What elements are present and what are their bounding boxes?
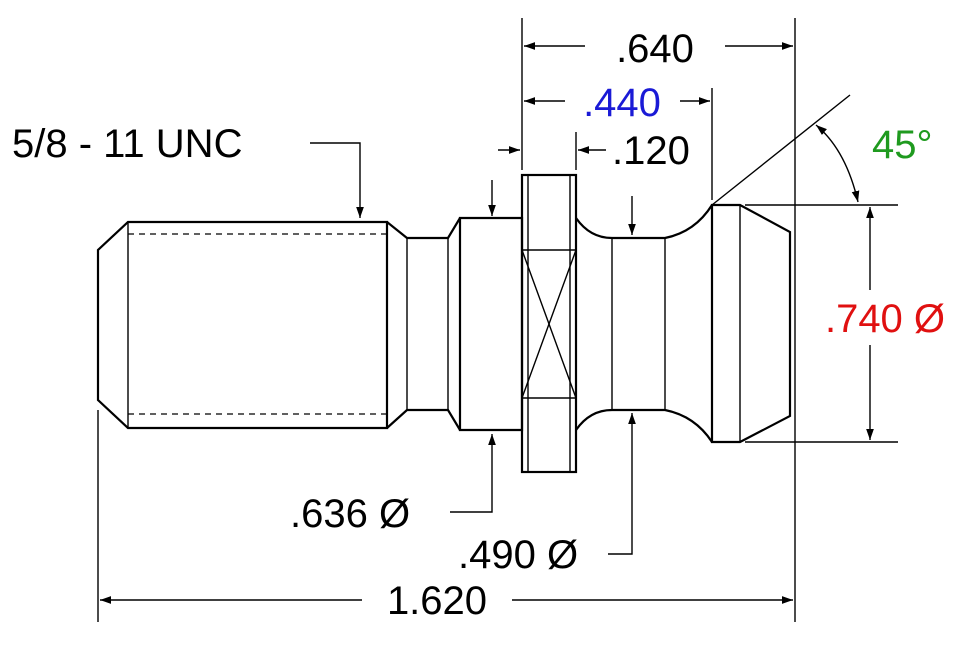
dim-line-636-bottom bbox=[450, 434, 496, 513]
overall-length-label: 1.620 bbox=[387, 579, 487, 623]
retention-groove bbox=[575, 204, 713, 443]
chamfer-angle-arc bbox=[815, 124, 860, 203]
relief-neck bbox=[386, 217, 461, 431]
chamfer-angle-ray bbox=[711, 94, 851, 206]
chamfer-angle-label: 45° bbox=[872, 123, 933, 167]
flange bbox=[520, 173, 578, 474]
top-length-label: .640 bbox=[616, 27, 694, 71]
groove-diameter-label: .490 Ø bbox=[458, 533, 578, 577]
thread-spec-label: 5/8 - 11 UNC bbox=[12, 122, 242, 166]
dim-line-490-bottom bbox=[608, 413, 636, 555]
threaded-shank bbox=[96, 220, 389, 430]
dimensions: 1.620 .640 .440 .120 5/8 - 11 UNC .636 Ø… bbox=[12, 18, 945, 623]
head bbox=[710, 203, 792, 444]
neck-diameter-label: .636 Ø bbox=[290, 492, 410, 536]
head-diameter-label: .740 Ø bbox=[825, 297, 945, 341]
collar bbox=[458, 216, 524, 432]
wrench-flat-diag-2 bbox=[521, 249, 577, 399]
part-outline bbox=[96, 173, 792, 474]
thread-leader bbox=[310, 142, 364, 218]
flange-span-label: .440 bbox=[583, 81, 661, 125]
flange-thickness-label: .120 bbox=[612, 129, 690, 173]
